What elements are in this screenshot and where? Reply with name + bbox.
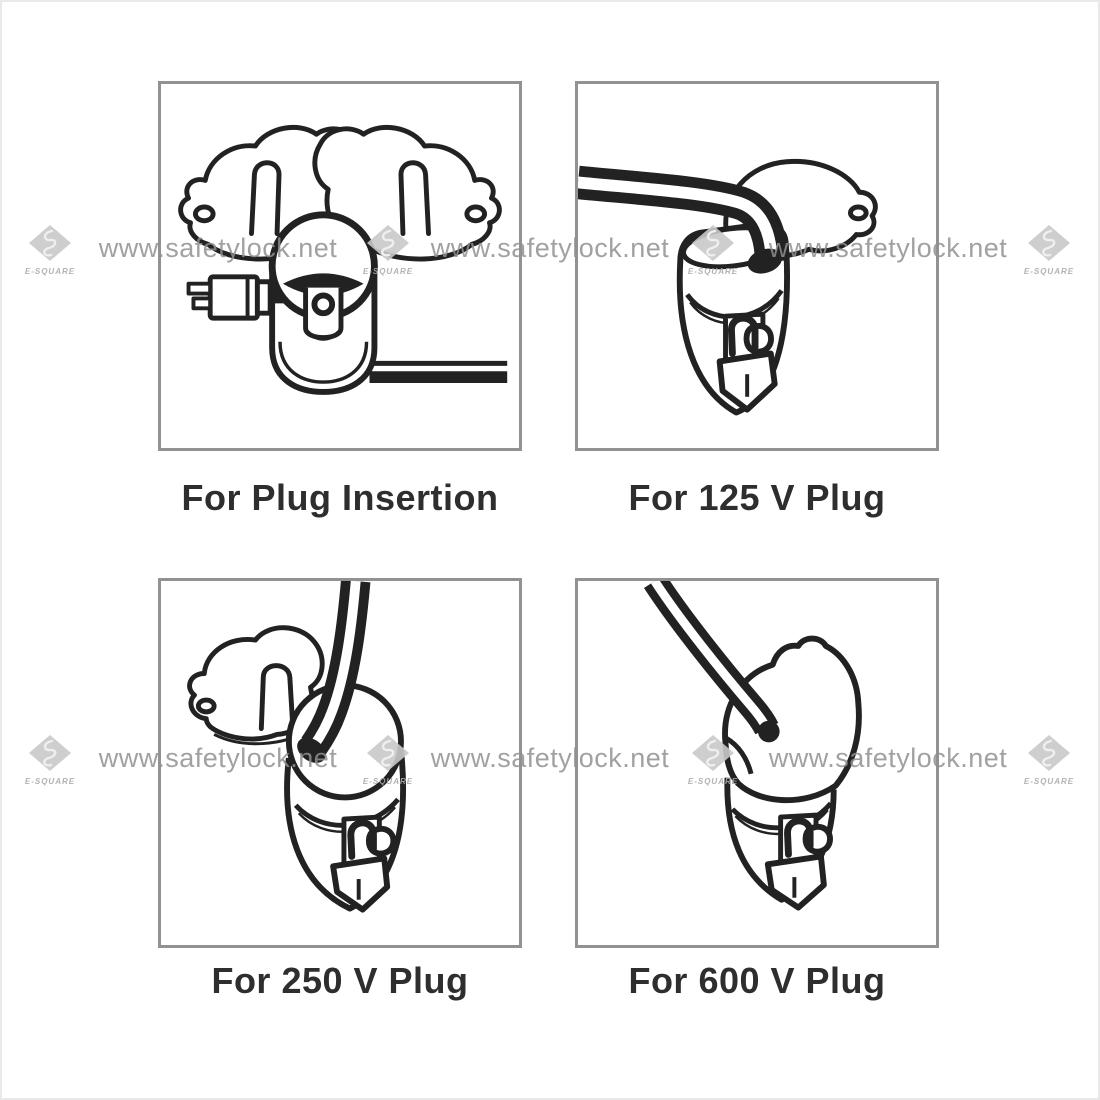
caption-600v-plug: For 600 V Plug	[628, 960, 886, 1001]
e-square-diamond-icon	[29, 735, 71, 771]
e-square-logo: E-SQUARE	[1019, 734, 1079, 786]
e-square-diamond-icon	[29, 225, 71, 261]
e-square-diamond-icon	[1028, 735, 1070, 771]
caption-plug-insertion: For Plug Insertion	[181, 477, 499, 518]
caption-125v-plug: For 125 V Plug	[628, 477, 886, 518]
caption-250v-plug: For 250 V Plug	[211, 960, 469, 1001]
plug-125v-illustration	[578, 158, 878, 416]
e-square-logo: E-SQUARE	[1019, 224, 1079, 276]
e-square-logo: E-SQUARE	[20, 224, 80, 276]
panel-600v-plug	[575, 578, 939, 948]
panel-250v-plug	[158, 578, 522, 948]
plug-insertion-illustration	[178, 124, 508, 395]
e-square-logo: E-SQUARE	[20, 734, 80, 786]
panel-plug-insertion	[158, 81, 522, 451]
plug-250v-illustration	[187, 581, 406, 913]
panel-125v-plug	[575, 81, 939, 451]
e-square-diamond-icon	[1028, 225, 1070, 261]
plug-600v-illustration	[643, 581, 862, 911]
